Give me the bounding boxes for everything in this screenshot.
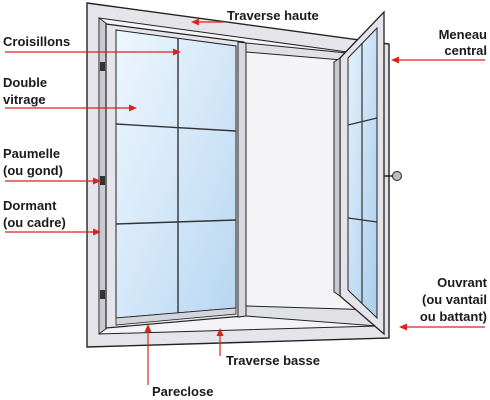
label-double-vitrage-2: vitrage [3, 92, 46, 107]
label-ouvrant-3: ou battant) [420, 309, 487, 324]
left-sash [105, 23, 245, 329]
label-ouvrant-1: Ouvrant [437, 275, 488, 290]
arrowhead-pareclose [144, 324, 152, 332]
croisillon-horizontal-1 [115, 123, 237, 132]
label-traverse-haute: Traverse haute [227, 8, 319, 23]
hinge-middle [100, 176, 105, 185]
label-ouvrant-2: (ou vantail [422, 292, 487, 307]
arrowhead-traverse-haute [191, 18, 199, 26]
arrows [5, 18, 485, 385]
arrowhead-croisillons [173, 48, 181, 56]
label-pareclose: Pareclose [152, 384, 213, 399]
label-dormant-2: (ou cadre) [3, 215, 66, 230]
left-glass [115, 29, 237, 319]
label-dormant-1: Dormant [3, 198, 57, 213]
arrowhead-paumelle [93, 177, 101, 185]
open-croisillon-horizontal-1 [347, 117, 378, 126]
handle-knob [392, 171, 402, 181]
meneau-central [237, 41, 247, 318]
label-double-vitrage-1: Double [3, 75, 47, 90]
label-traverse-basse: Traverse basse [226, 353, 320, 368]
label-croisillons: Croisillons [3, 34, 70, 49]
open-sash-edge [333, 57, 341, 297]
arrowhead-dormant [93, 228, 101, 236]
open-sash [333, 10, 402, 336]
arrowhead-meneau [391, 56, 399, 64]
open-croisillon-horizontal-2 [347, 217, 378, 223]
hinge-bottom [100, 290, 105, 299]
label-meneau-2: central [444, 43, 487, 58]
arrowhead-traverse-basse [216, 328, 224, 336]
arrowhead-double-vitrage [129, 104, 137, 112]
label-meneau-1: Meneau [439, 27, 487, 42]
label-paumelle-1: Paumelle [3, 146, 60, 161]
hinge-top [100, 62, 105, 71]
croisillon-horizontal-2 [115, 219, 237, 225]
label-paumelle-2: (ou gond) [3, 163, 63, 178]
pareclose-strip [115, 307, 237, 326]
arrowhead-ouvrant [399, 323, 407, 331]
